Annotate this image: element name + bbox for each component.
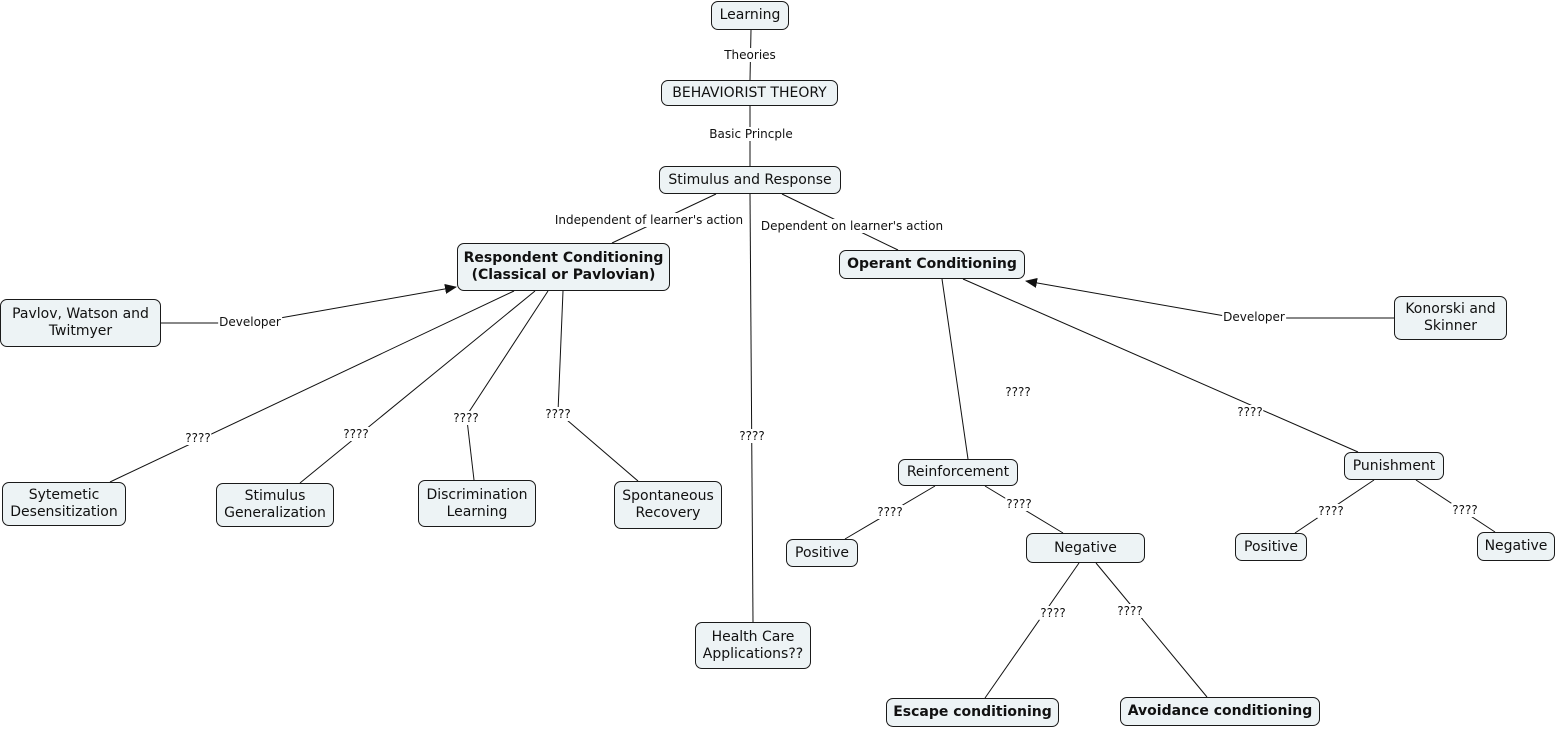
- node-health-care-applications[interactable]: Health Care Applications??: [695, 622, 811, 669]
- node-reinforcement-negative[interactable]: Negative: [1026, 533, 1145, 563]
- node-stimulus-response-text: Stimulus and Response: [668, 171, 832, 188]
- node-pavlov-text: Pavlov, Watson and Twitmyer: [12, 306, 149, 339]
- line-operant-reinforcement: [941, 278, 969, 460]
- link-label-reinf-negative: ????: [1005, 497, 1033, 511]
- link-label-spontaneous: ????: [544, 407, 572, 421]
- line-respondent-spontaneous: [557, 290, 564, 413]
- link-label-escape: ????: [1039, 606, 1067, 620]
- link-label-generalization: ????: [342, 427, 370, 441]
- link-label-developer-right: Developer: [1222, 310, 1286, 324]
- node-learning-text: Learning: [719, 7, 781, 23]
- link-label-punishment: ????: [1236, 405, 1264, 419]
- link-label-pun-positive: ????: [1317, 504, 1345, 518]
- arrow-developer-respondent: [279, 283, 457, 319]
- node-respondent-conditioning[interactable]: Respondent Conditioning (Classical or Pa…: [457, 243, 670, 291]
- link-label-discrimination: ????: [452, 411, 480, 425]
- link-label-systematic: ????: [184, 431, 212, 445]
- node-avoidance-text: Avoidance conditioning: [1127, 703, 1313, 719]
- node-systematic-desensitization[interactable]: Sytemetic Desensitization: [2, 482, 126, 526]
- node-pavlov-watson-twitmyer[interactable]: Pavlov, Watson and Twitmyer: [0, 299, 161, 347]
- node-punishment-text: Punishment: [1352, 457, 1436, 474]
- node-behaviorist-theory[interactable]: BEHAVIORIST THEORY: [661, 80, 838, 106]
- node-systematic-text: Sytemetic Desensitization: [10, 487, 118, 520]
- link-label-basic-principle: Basic Princple: [708, 127, 794, 141]
- link-label-developer-left: Developer: [218, 315, 282, 329]
- node-operant-conditioning[interactable]: Operant Conditioning: [839, 250, 1025, 279]
- line-operant-reinf-fix: [968, 392, 1016, 459]
- link-label-reinf-positive: ????: [876, 505, 904, 519]
- line-spontaneous-label: [559, 413, 639, 482]
- node-punishment-negative[interactable]: Negative: [1477, 532, 1555, 561]
- node-konorski-skinner[interactable]: Konorski and Skinner: [1394, 296, 1507, 340]
- node-stimulus-generalization[interactable]: Stimulus Generalization: [216, 483, 334, 527]
- node-spontaneous-recovery[interactable]: Spontaneous Recovery: [614, 481, 722, 529]
- node-pun-negative-text: Negative: [1484, 538, 1548, 554]
- line-respondent-discrimination: [464, 290, 549, 419]
- link-label-health: ????: [738, 429, 766, 443]
- arrow-developer-operant: [1025, 277, 1226, 317]
- node-learning[interactable]: Learning: [711, 1, 789, 30]
- node-punishment[interactable]: Punishment: [1344, 452, 1444, 480]
- node-respondent-conditioning-text: Respondent Conditioning (Classical or Pa…: [463, 250, 664, 283]
- node-escape-text: Escape conditioning: [893, 704, 1052, 720]
- node-spontaneous-text: Spontaneous Recovery: [622, 488, 714, 521]
- line-discrimination-label: [466, 419, 475, 481]
- node-punishment-positive[interactable]: Positive: [1235, 533, 1307, 561]
- link-label-dependent: Dependent on learner's action: [759, 219, 945, 233]
- node-reinf-positive-text: Positive: [795, 544, 849, 561]
- link-label-theories: Theories: [723, 48, 777, 62]
- node-pun-positive-text: Positive: [1244, 538, 1298, 555]
- node-operant-conditioning-text: Operant Conditioning: [847, 256, 1017, 272]
- node-escape-conditioning[interactable]: Escape conditioning: [886, 698, 1059, 727]
- node-reinf-negative-text: Negative: [1054, 539, 1117, 556]
- node-discrimination-text: Discrimination Learning: [426, 486, 528, 520]
- node-reinforcement-text: Reinforcement: [906, 464, 1010, 480]
- line-negative-escape: [984, 562, 1080, 699]
- node-health-text: Health Care Applications??: [702, 628, 804, 662]
- link-label-independent: Independent of learner's action: [553, 213, 745, 227]
- link-label-pun-negative: ????: [1451, 503, 1479, 517]
- node-generalization-text: Stimulus Generalization: [224, 488, 326, 521]
- node-reinforcement-positive[interactable]: Positive: [786, 539, 858, 567]
- line-stimulus-health: [749, 193, 754, 623]
- line-respondent-systematic: [109, 290, 515, 483]
- link-label-avoidance: ????: [1116, 604, 1144, 618]
- link-label-reinforcement: ????: [1004, 385, 1032, 399]
- node-discrimination-learning[interactable]: Discrimination Learning: [418, 480, 536, 527]
- line-operant-punishment: [962, 278, 1359, 453]
- line-respondent-generalization: [299, 290, 536, 484]
- line-negative-avoidance: [1095, 562, 1208, 698]
- node-stimulus-response[interactable]: Stimulus and Response: [659, 166, 841, 194]
- node-konorski-text: Konorski and Skinner: [1405, 301, 1496, 334]
- node-behaviorist-theory-text: BEHAVIORIST THEORY: [672, 84, 827, 101]
- node-avoidance-conditioning[interactable]: Avoidance conditioning: [1120, 697, 1320, 726]
- node-reinforcement[interactable]: Reinforcement: [898, 459, 1018, 486]
